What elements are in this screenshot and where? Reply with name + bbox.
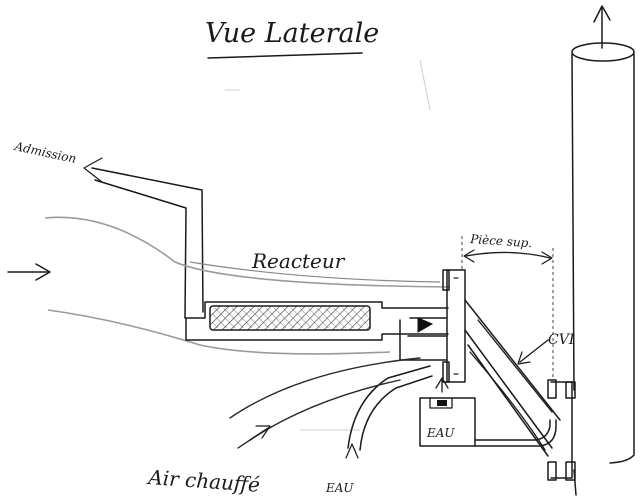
- incoming-air-flow-lines: [44, 216, 451, 355]
- reacteur-label: Reacteur: [251, 249, 346, 273]
- chimney-cylinder: [571, 42, 635, 496]
- inlet-arrow-icon: [7, 263, 51, 281]
- admission-intake-tube: [83, 157, 204, 319]
- diagram-title: Vue Laterale: [205, 18, 379, 49]
- cvi-pointer-arrow-icon: [517, 339, 549, 365]
- cvi-label: CVI: [548, 332, 575, 348]
- admission-label: Admission: [12, 139, 77, 166]
- heated-air-flow: [229, 357, 421, 449]
- reactor-body: [185, 301, 449, 341]
- water-inlet-pipe: [345, 365, 433, 459]
- water-tank: [419, 377, 476, 447]
- reactor-outlet-duct: [399, 317, 447, 361]
- paper-ghosting: [225, 59, 431, 431]
- air-chauffe-label: Air chauffé: [146, 465, 261, 497]
- water-tank-label: EAU: [426, 426, 455, 440]
- exhaust-up-arrow-icon: [593, 5, 611, 49]
- cvi-inclined-tube: [464, 299, 561, 457]
- piece-sup-dimension: [461, 236, 554, 380]
- reactor-flange: [442, 269, 466, 383]
- tank-to-cvi-pipe: [474, 419, 557, 447]
- title-underline: [207, 52, 363, 59]
- chimney-flange: [547, 379, 576, 481]
- water-inlet-label: EAU: [325, 481, 354, 495]
- piece-sup-label: Pièce sup.: [469, 232, 533, 250]
